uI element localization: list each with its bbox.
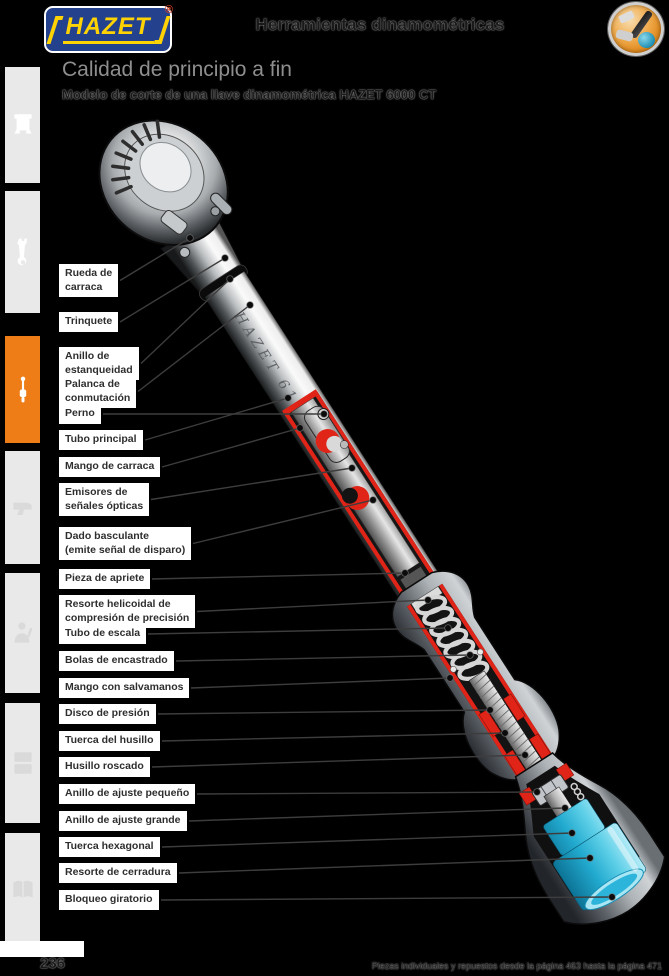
workshop-equipment-icon xyxy=(13,752,32,774)
pawl xyxy=(160,209,188,235)
part-label: Dado basculante (emite señal de disparo) xyxy=(59,527,192,561)
part-label: Mango con salvamanos xyxy=(59,678,190,698)
signal-washer xyxy=(340,440,349,449)
part-label: Resorte de cerradura xyxy=(59,863,177,883)
catalog-book-icon xyxy=(12,880,33,899)
part-label: Resorte helicoidal de compresión de prec… xyxy=(59,595,196,629)
badge-dial-glyph xyxy=(638,32,655,48)
part-label: Anillo de ajuste grande xyxy=(59,811,187,831)
part-label: Disco de presión xyxy=(59,704,156,724)
part-label: Pieza de apriete xyxy=(59,569,151,589)
page-subtitle: Modelo de corte de una llave dinamométri… xyxy=(62,87,437,102)
part-label: Tubo de escala xyxy=(59,624,147,644)
combination-wrench-icon xyxy=(16,238,27,266)
part-label: Husillo roscado xyxy=(59,757,150,777)
footer-note: Piezas individuales y repuestos desde la… xyxy=(371,961,662,971)
part-label: Rueda de carraca xyxy=(59,264,119,298)
socket-icon xyxy=(13,114,32,134)
torque-screwdriver-icon xyxy=(19,376,26,402)
sidebar-tab-workshop-equipment[interactable] xyxy=(5,703,40,823)
sidebar-tab-power-tools[interactable] xyxy=(5,451,40,564)
lock-spring xyxy=(570,782,585,801)
part-label: Emisores de señales ópticas xyxy=(59,483,150,517)
wrench-head-group xyxy=(98,119,233,258)
part-label: Palanca de conmutación xyxy=(59,375,137,409)
head-screw xyxy=(210,206,221,217)
part-label: Mango de carraca xyxy=(59,457,161,477)
ratchet-gear-teeth xyxy=(111,119,162,195)
section-title: Herramientas dinamométricas xyxy=(255,15,505,34)
sidebar-tab-workshop-service[interactable] xyxy=(5,573,40,693)
hazet-logo: HAZET ® xyxy=(44,4,173,53)
part-label: Bolas de encastrado xyxy=(59,651,174,671)
page-title: Calidad de principio a fin xyxy=(62,58,292,81)
drive-hole xyxy=(139,142,192,193)
mechanic-icon xyxy=(13,622,32,643)
part-label: Tuerca hexagonal xyxy=(59,837,160,857)
part-label: Anillo de ajuste pequeño xyxy=(59,784,196,804)
footer-corner-tab xyxy=(0,941,84,957)
logo-wordmark: HAZET xyxy=(62,15,154,44)
page-number: 236 xyxy=(40,955,66,972)
spindle-nut xyxy=(478,693,526,737)
sidebar-tab-torque-tools[interactable] xyxy=(5,336,40,443)
sidebar-tab-wrenches[interactable] xyxy=(5,191,40,313)
part-label: Tubo principal xyxy=(59,430,143,450)
part-label: Bloqueo giratorio xyxy=(59,890,159,910)
detent-ball-lower xyxy=(450,665,457,673)
detent-ball-upper xyxy=(477,648,484,656)
category-tab-sidebar xyxy=(0,0,45,976)
registered-trademark-mark: ® xyxy=(164,4,173,16)
part-label: Trinquete xyxy=(59,312,119,332)
sidebar-tab-sockets[interactable] xyxy=(5,67,40,183)
part-label: Tuerca del husillo xyxy=(59,731,160,751)
torque-tools-badge-icon xyxy=(608,2,664,56)
drill-icon xyxy=(12,502,32,515)
part-label: Anillo de estanqueidad xyxy=(59,347,139,381)
part-label: Perno xyxy=(59,404,101,424)
sidebar-tab-catalog-info[interactable] xyxy=(5,833,40,947)
